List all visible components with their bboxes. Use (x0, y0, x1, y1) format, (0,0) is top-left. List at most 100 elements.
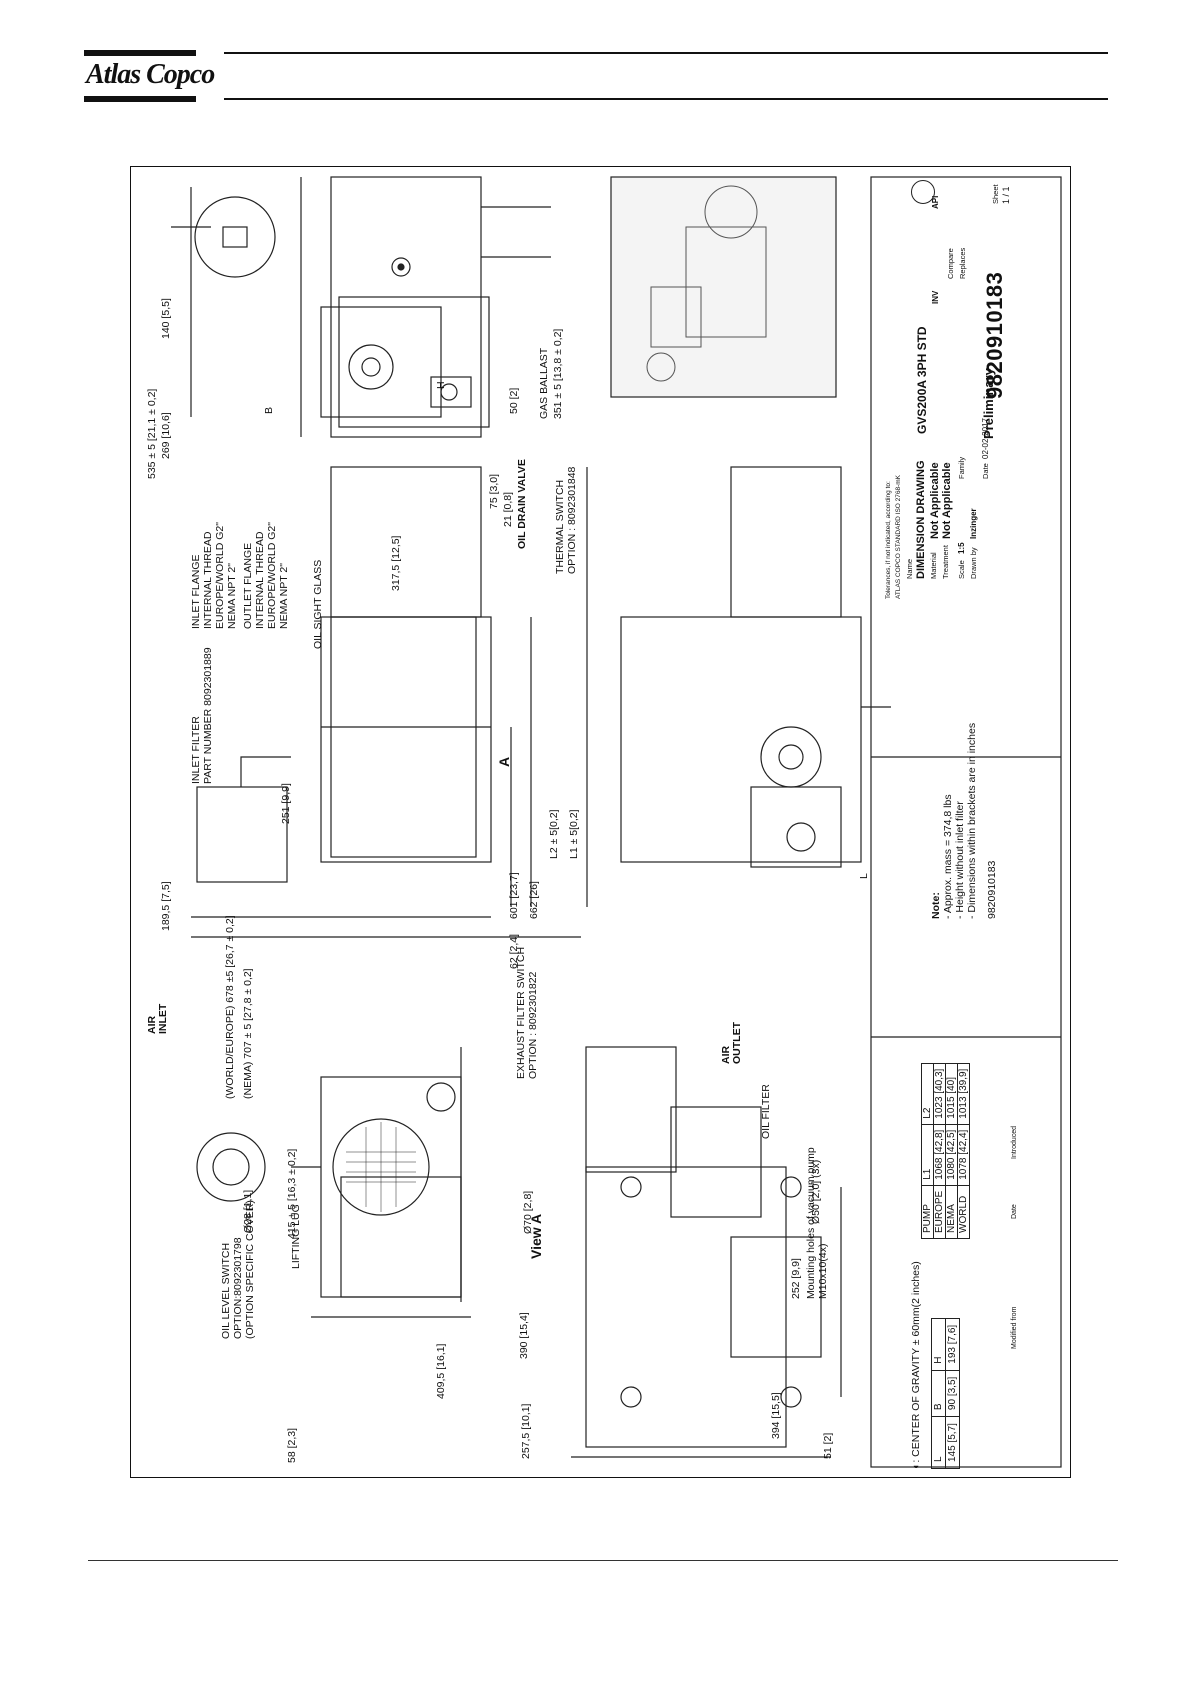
revision-date: Date (1011, 1204, 1018, 1219)
oil-sight-glass-label: OIL SIGHT GLASS (312, 559, 324, 649)
thermal-switch-label: THERMAL SWITCH (554, 479, 566, 574)
oil-drain-valve-label: OIL DRAIN VALVE (516, 459, 528, 549)
dim-51: 51 [2] (822, 1432, 834, 1459)
table-header: B (931, 1370, 946, 1417)
dim-678: (WORLD/EUROPE) 678 ±5 [26,7 ± 0,2] (224, 915, 236, 1099)
dim-28: Ø28 [1,1] (242, 1189, 254, 1233)
outlet-thread-label: INTERNAL THREAD (254, 531, 266, 629)
drawing-number: 9820910183 (982, 271, 1007, 399)
table-cell: WORLD (957, 1185, 970, 1239)
scale-value: 1:5 (957, 542, 966, 554)
inlet-thread-label: INTERNAL THREAD (202, 531, 214, 629)
view-a-drawing (571, 1046, 842, 1458)
dim-50: 50 [2] (508, 387, 520, 414)
note-line-1: - Approx. mass = 374,8 lbs (942, 794, 954, 919)
table-cell: 1013 [39,9] (957, 1063, 970, 1125)
compare-label: Compare (946, 248, 955, 279)
dim-h: H (435, 381, 447, 389)
table-cell: 145 [5,7] (945, 1416, 960, 1469)
table-header: PUMP (921, 1185, 934, 1239)
table-cell: 1068 [42,8] (933, 1124, 946, 1186)
end-view-drawing (196, 1047, 471, 1318)
exhaust-filter-switch-option: OPTION : 8092301822 (527, 971, 539, 1079)
dim-140: 140 [5,5] (160, 298, 172, 339)
arrow-a-label: A (496, 756, 512, 767)
note-line-3: - Dimensions within brackets are in inch… (966, 722, 978, 919)
cog-title-text: : CENTER OF GRAVITY ± 60mm(2 inches) (910, 1261, 922, 1463)
table-cell: 1080 [42,5] (945, 1124, 958, 1186)
table-header: H (931, 1318, 946, 1371)
replaces-label: Replaces (958, 247, 967, 279)
drawing-frame: 535 ± 5 [21,1 ± 0,2] 269 [10,6] 140 [5,5… (130, 166, 1071, 1478)
dim-50x: Ø50 [2,0] (3x) (810, 1159, 822, 1224)
dim-189: 189,5 [7,5] (160, 881, 172, 931)
product-name: GVS200A 3PH STD (915, 326, 929, 434)
reference-number: 9820910183 (986, 860, 998, 919)
dim-75: 75 [3,0] (488, 473, 500, 509)
cog-table-title: ◐: CENTER OF GRAVITY ± 60mm(2 inches) (910, 1261, 922, 1469)
treatment-value: Not Applicable (941, 462, 953, 539)
mounting-thread-label: M10x10(4x) (817, 1243, 829, 1299)
outlet-eu-label: EUROPE/WORLD G2" (266, 522, 278, 629)
table-cell: NEMA (945, 1185, 958, 1239)
dim-535: 535 ± 5 [21,1 ± 0,2] (146, 388, 158, 479)
material-value: Not Applicable (929, 462, 941, 539)
dim-394: 394 [15,5] (770, 1392, 782, 1439)
inlet-eu-label: EUROPE/WORLD G2" (214, 522, 226, 629)
dim-58: 58 [2,3] (286, 1427, 298, 1463)
projection-symbol-icon (911, 180, 935, 204)
note-line-2: - Height without inlet filter (954, 801, 966, 919)
inlet-flange-label: INLET FLANGE (190, 554, 202, 630)
revision-introduced: Introduced (1011, 1125, 1018, 1159)
date-value: 02-02-2017 (981, 418, 990, 459)
material-label: Material (929, 552, 938, 579)
tolerance-standard: ATLAS COPCO STANDARD ISO 2768-mK (895, 474, 902, 599)
dim-251: 251 [9,9] (280, 783, 292, 824)
table-header: L (931, 1416, 946, 1469)
dim-21: 21 [0,8] (502, 491, 514, 527)
treatment-label: Treatment (941, 545, 950, 579)
oil-level-switch-label: OIL LEVEL SWITCH (220, 1242, 232, 1339)
view-a-label: View A (528, 1213, 544, 1259)
dim-317: 317,5 [12,5] (390, 535, 402, 591)
sheet-label: Sheet (991, 184, 1000, 204)
header-rule-top (224, 52, 1108, 54)
dim-390: 390 [15,4] (518, 1312, 530, 1359)
scale-label: Scale (957, 560, 966, 579)
dim-601: 601 [23,7] (508, 872, 520, 919)
dim-l1: L1 ± 5[0,2] (568, 809, 580, 859)
revision-modified-from: Modified from (1011, 1306, 1018, 1349)
inlet-nema-label: NEMA NPT 2" (226, 563, 238, 629)
header-rule-bottom (224, 98, 1108, 100)
dim-269: 269 [10,6] (160, 412, 172, 459)
oil-filter-label: OIL FILTER (760, 1084, 772, 1139)
dim-257: 257,5 [10,1] (520, 1403, 532, 1459)
annotation-sheet: 535 ± 5 [21,1 ± 0,2] 269 [10,6] 140 [5,5… (131, 167, 1072, 1479)
date-label: Date (981, 463, 990, 479)
table-cell: 90 [3,5] (945, 1370, 960, 1417)
center-of-gravity-icon: ◐ (910, 1462, 922, 1469)
drawn-by-label: Drawn by (969, 547, 978, 579)
name-label: Name (905, 558, 914, 579)
table-cell: 193 [7,6] (945, 1318, 960, 1371)
table-cell: 1078 [42,4] (957, 1124, 970, 1186)
dim-b: B (263, 406, 275, 414)
logo-bar-bottom (84, 96, 196, 102)
lifting-lug-label: LIFTING LUG (290, 1204, 302, 1269)
family-label: Family (957, 456, 966, 479)
dim-l: L (858, 873, 870, 879)
dim-351: 351 ± 5 [13,8 ± 0,2] (552, 328, 564, 419)
table-cell: EUROPE (933, 1185, 946, 1239)
footer-rule (88, 1560, 1118, 1561)
side-view-drawing (171, 176, 551, 438)
table-row: 145 [5,7]90 [3,5]193 [7,6] (945, 1318, 960, 1469)
plan-view-drawing (191, 466, 588, 938)
inlet-filter-label: INLET FILTER (190, 716, 202, 784)
outlet-nema-label: NEMA NPT 2" (278, 563, 290, 629)
outlet-flange-label: OUTLET FLANGE (242, 542, 254, 629)
dim-707: (NEMA) 707 ± 5 [27,8 ± 0,2] (242, 968, 254, 1099)
